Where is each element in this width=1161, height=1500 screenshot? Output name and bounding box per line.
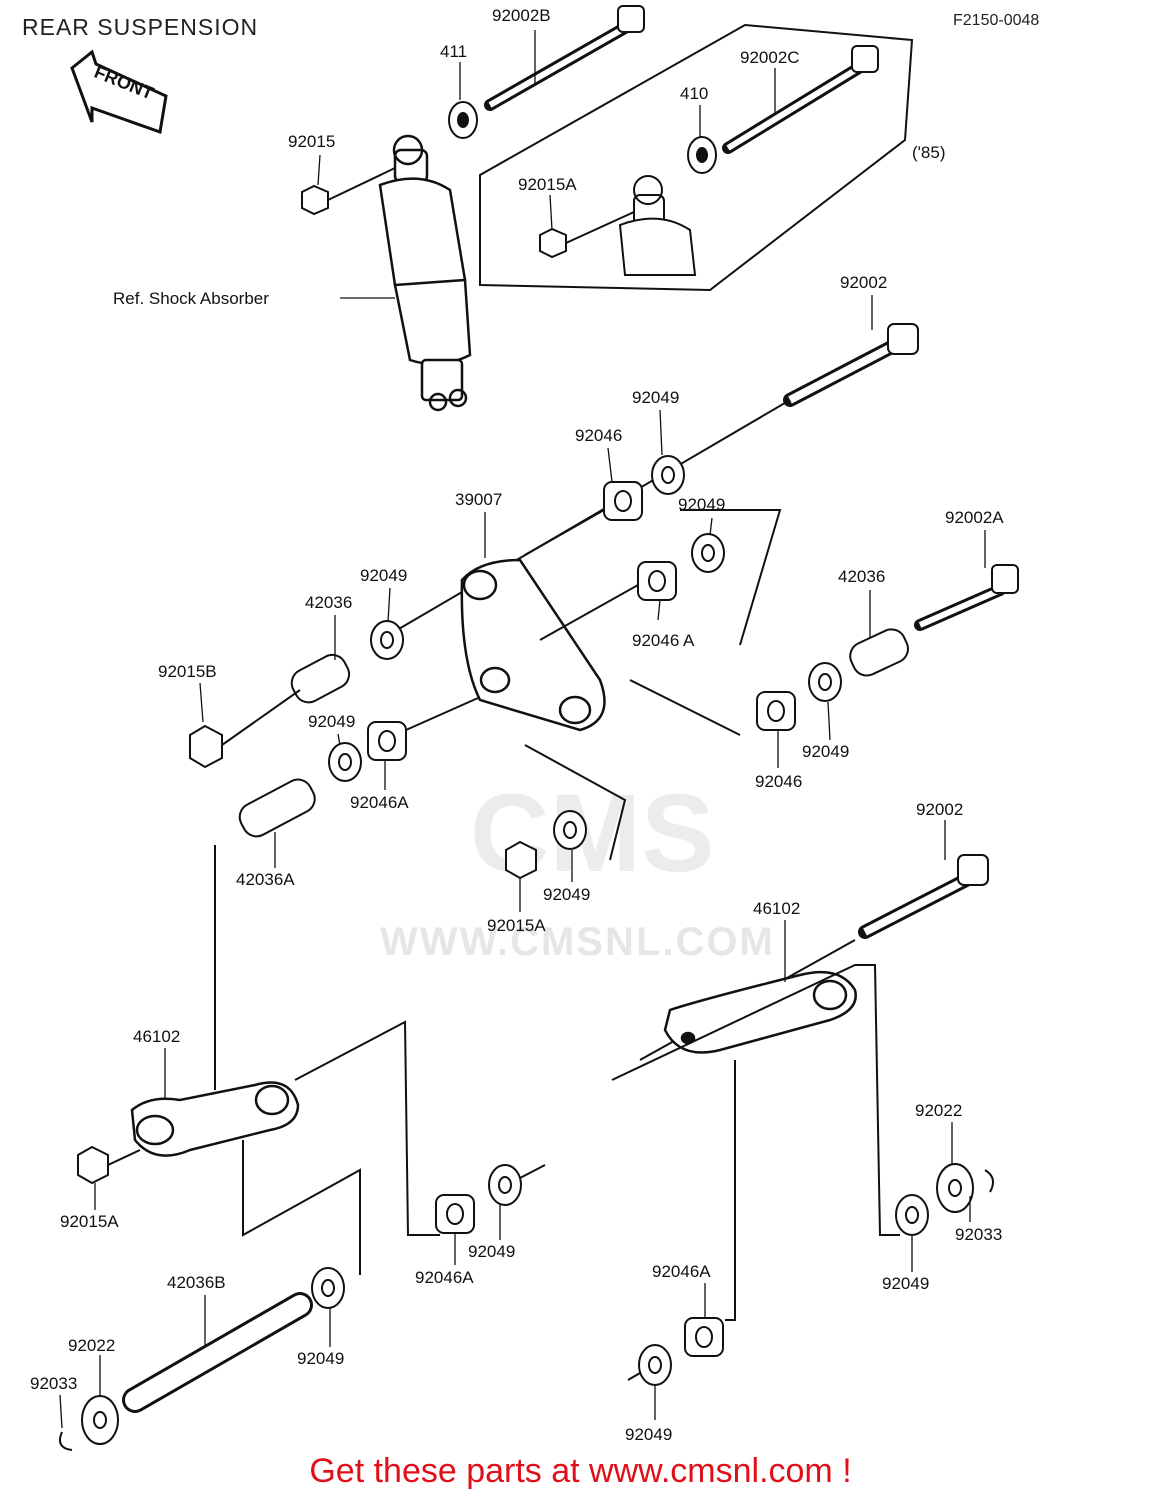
part-label: 92049 (297, 1349, 345, 1368)
variant-85-frame (479, 23, 914, 292)
bearing-92049-b (691, 533, 725, 573)
part-label: 46102 (133, 1027, 181, 1046)
part-label: 92022 (915, 1101, 963, 1120)
watermark-logo: CMS (470, 772, 715, 895)
part-label: 92049 (632, 388, 680, 407)
bearing-92046-a (603, 481, 643, 521)
bearing-92049-a (651, 455, 685, 495)
part-label: 92033 (955, 1225, 1003, 1244)
spacer-42036A (238, 778, 316, 838)
bearing-92046A-c (435, 1194, 475, 1234)
part-label: 92022 (68, 1336, 116, 1355)
leader-lines (59, 30, 986, 1429)
part-label: 92049 (678, 495, 726, 514)
bolt-92002C (722, 45, 879, 154)
part-label: 92049 (802, 742, 850, 761)
part-label: 42036 (838, 567, 886, 586)
part-label: 92046A (350, 793, 409, 812)
bearing-92049-d (808, 662, 842, 702)
part-label: 92046 (755, 772, 803, 791)
part-label: 92049 (882, 1274, 930, 1293)
bearing-92049-c (370, 620, 404, 660)
washer-92022-left (81, 1395, 119, 1445)
part-label: 92015 (288, 132, 336, 151)
bearing-92049-i (311, 1267, 345, 1309)
shock-absorber-85 (618, 175, 697, 276)
nut-92015B (189, 724, 223, 769)
part-label: 92046A (652, 1262, 711, 1281)
part-label: 92049 (468, 1242, 516, 1261)
link-39007 (460, 558, 606, 732)
bolt-92002B (484, 5, 645, 111)
page-title: REAR SUSPENSION (22, 14, 259, 40)
part-label: 92049 (625, 1425, 673, 1444)
bearing-92046-b (756, 691, 796, 731)
bolt-92002-lower (858, 854, 989, 939)
part-label: 410 (680, 84, 709, 103)
part-label: 42036A (236, 870, 295, 889)
nut-92015A-low (77, 1145, 109, 1185)
bearing-92049-h (488, 1164, 522, 1206)
bearing-92049-e (328, 742, 362, 782)
part-label: 92049 (360, 566, 408, 585)
bearing-92049-g (895, 1194, 929, 1236)
part-label: 92015A (60, 1212, 119, 1231)
watermark-url: WWW.CMSNL.COM (380, 920, 775, 964)
bearing-92049-f (553, 810, 587, 850)
shock-absorber (378, 134, 472, 412)
part-label: 92002B (492, 6, 551, 25)
bolt-92002-upper (783, 323, 919, 407)
part-label: 92046 (575, 426, 623, 445)
bolt-92002A (914, 564, 1019, 631)
spacer-42036-right (849, 628, 909, 677)
part-label: 92033 (30, 1374, 78, 1393)
tie-rod-46102-left (130, 1081, 300, 1157)
part-label: 92049 (308, 712, 356, 731)
spacer-42036-left (290, 653, 351, 704)
bearing-92046A-d (684, 1317, 724, 1357)
part-label: 92046 A (632, 631, 695, 650)
nut-92015A-mid (505, 840, 537, 880)
part-label: 42036 (305, 593, 353, 612)
part-label: 39007 (455, 490, 503, 509)
diagram-code: F2150-0048 (953, 12, 1040, 29)
part-label: 92046A (415, 1268, 474, 1287)
bearing-92049-j (638, 1344, 672, 1386)
part-label: 92015A (487, 916, 546, 935)
part-label: 92002 (916, 800, 964, 819)
bearing-92046A-b (367, 721, 407, 761)
part-label: 42036B (167, 1273, 226, 1292)
part-label: 92015A (518, 175, 577, 194)
part-label: ('85) (912, 143, 946, 162)
nut-92015A-top (539, 227, 567, 259)
part-label: 92049 (543, 885, 591, 904)
circlip-92033-right (984, 1169, 995, 1193)
part-label: 92015B (158, 662, 217, 681)
nut-92015 (301, 184, 329, 216)
part-label: 46102 (753, 899, 801, 918)
washer-92022-right (936, 1163, 974, 1213)
part-label: 92002A (945, 508, 1004, 527)
sleeve-42036B (122, 1292, 313, 1413)
circlip-92033-left (59, 1431, 73, 1451)
part-label: 92002 (840, 273, 888, 292)
shop-link[interactable]: Get these parts at www.cmsnl.com ! (309, 1452, 852, 1490)
bearing-92046A-a (637, 561, 677, 601)
part-label: 411 (440, 42, 468, 61)
part-label: 92002C (740, 48, 800, 67)
front-arrow-icon: FRONT (70, 49, 168, 135)
part-label: Ref. Shock Absorber (113, 289, 269, 308)
